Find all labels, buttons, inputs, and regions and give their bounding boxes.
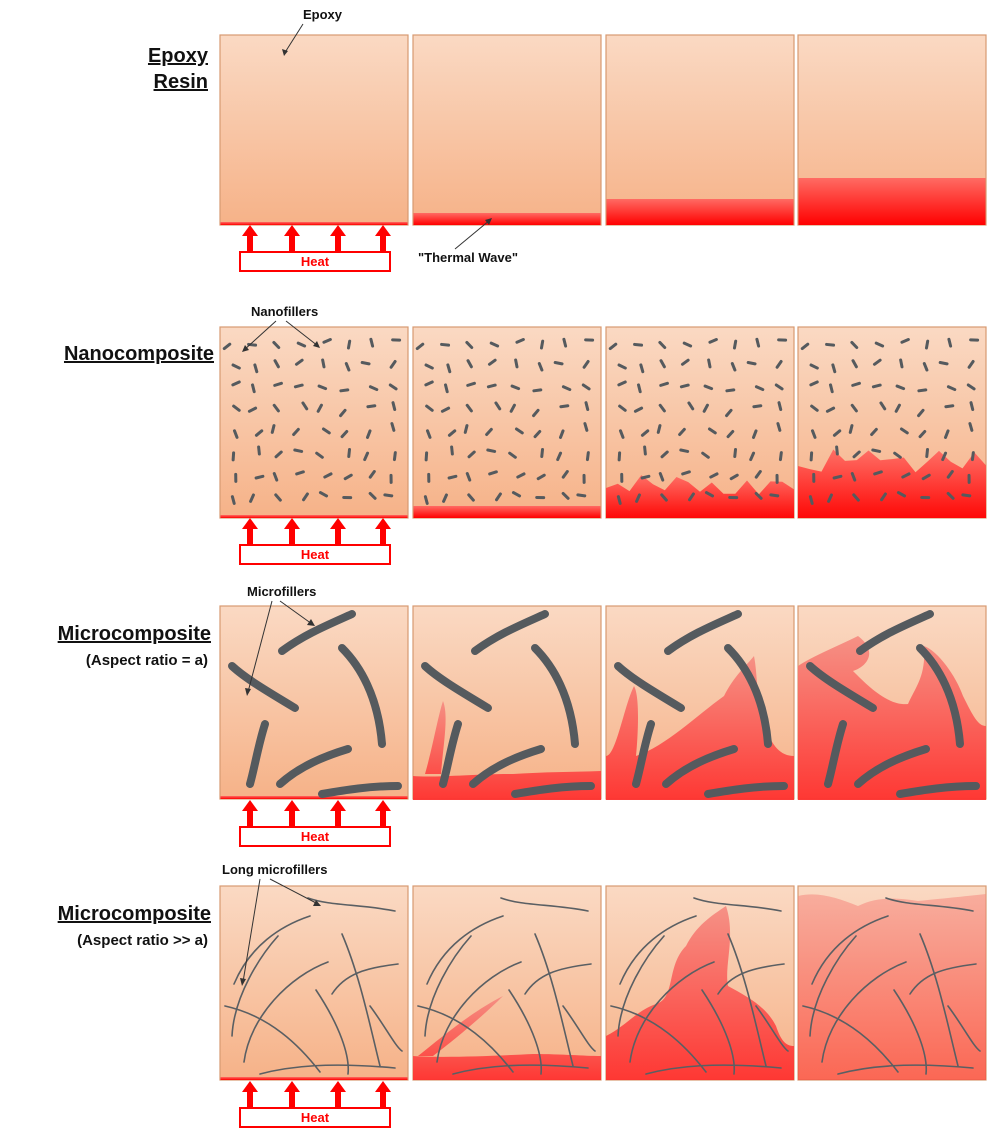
row-label-nanocomposite: Nanocomposite (64, 343, 214, 365)
heat-arrow-head (330, 518, 346, 529)
heat-arrow-head (284, 225, 300, 236)
panel-epoxy-stage-4 (798, 35, 986, 225)
heat-indicator: Heat (240, 1081, 391, 1127)
nanofiller (969, 338, 979, 341)
epoxy-annotation: Epoxy (303, 7, 343, 22)
nanofiller (728, 496, 738, 499)
panel-nano-stage-3 (606, 327, 794, 518)
nanofiller (391, 338, 401, 341)
resin-background (220, 327, 408, 518)
panel-long-stage-3 (606, 886, 794, 1080)
panel-long-stage-2 (413, 886, 601, 1080)
thermal-wave-annotation: "Thermal Wave" (418, 250, 518, 265)
thermal-wave-region (221, 222, 408, 225)
resin-background (220, 886, 408, 1080)
panel-nano-stage-2 (413, 327, 601, 518)
nanofiller (584, 338, 594, 341)
thermal-wave-region (799, 178, 986, 225)
resin-background (413, 886, 601, 1080)
panel-nano-stage-4 (798, 327, 986, 518)
panel-long-stage-1 (220, 886, 408, 1080)
panel-epoxy-stage-3 (606, 35, 794, 225)
heat-arrow-head (330, 1081, 346, 1092)
panel-epoxy-stage-2 (413, 35, 601, 225)
row-nanocomposite: Nanocomposite Nanofillers (64, 304, 986, 518)
heat-arrow-head (375, 518, 391, 529)
nanofiller (342, 496, 352, 499)
heat-arrow-head (330, 800, 346, 811)
nanofillers-annotation: Nanofillers (251, 304, 318, 319)
panel-micro-stage-3 (606, 606, 794, 800)
long-microfillers-annotation: Long microfillers (222, 862, 327, 877)
panel-nano-stage-1 (220, 327, 408, 518)
row-microcomposite-a: Microcomposite (Aspect ratio = a) Microf… (58, 584, 986, 800)
heat-indicator: Heat (240, 518, 391, 564)
resin-background (606, 35, 794, 225)
microfillers-annotation: Microfillers (247, 584, 316, 599)
heat-indicator: Heat (240, 800, 391, 846)
heat-arrow-head (242, 225, 258, 236)
row-label-epoxy: Epoxy (148, 45, 209, 67)
nanofiller (777, 338, 787, 341)
thermal-wave-region (221, 796, 408, 799)
heat-arrow-head (375, 1081, 391, 1092)
nanofiller (427, 473, 430, 483)
heat-arrow-head (375, 225, 391, 236)
heat-arrow-head (242, 800, 258, 811)
panel-micro-stage-2 (413, 606, 601, 800)
row-microcomposite-long: Microcomposite (Aspect ratio >> a) Long … (58, 862, 986, 1080)
heat-label: Heat (301, 254, 330, 269)
row-label-microcomposite-long: Microcomposite (58, 903, 211, 925)
row-sublabel-aspect-a: (Aspect ratio = a) (86, 652, 208, 669)
row-epoxy-resin: Epoxy Resin Epoxy "Thermal Wave" (148, 7, 986, 265)
heat-arrow-head (284, 1081, 300, 1092)
panel-long-stage-4 (798, 886, 986, 1080)
nanofiller (812, 473, 815, 483)
nanofiller (920, 496, 930, 499)
panel-micro-stage-4 (798, 606, 986, 800)
heat-label: Heat (301, 829, 330, 844)
panel-micro-stage-1 (220, 606, 408, 799)
nanofiller (535, 496, 545, 499)
cured-region (798, 894, 986, 1080)
heat-arrow-head (242, 1081, 258, 1092)
resin-background (413, 35, 601, 225)
row-label-resin: Resin (154, 71, 208, 93)
nanofiller (234, 473, 237, 483)
heat-indicator: Heat (240, 225, 391, 271)
heat-label: Heat (301, 1110, 330, 1125)
thermal-wave-region (414, 213, 601, 225)
heat-arrow-head (284, 518, 300, 529)
resin-background (220, 35, 408, 225)
heat-arrow-head (330, 225, 346, 236)
thermal-wave-region (221, 515, 408, 518)
nanofiller (389, 474, 392, 484)
row-sublabel-aspect-long: (Aspect ratio >> a) (77, 932, 208, 949)
heat-arrow-head (375, 800, 391, 811)
thermal-wave-region (414, 506, 601, 518)
nanofiller (620, 473, 623, 483)
heat-arrow-head (242, 518, 258, 529)
thermal-wave-region (221, 1077, 408, 1080)
row-label-microcomposite-a: Microcomposite (58, 623, 211, 645)
nanofiller (775, 474, 778, 484)
panel-epoxy-stage-1 (220, 35, 408, 225)
thermal-wave-region (607, 199, 794, 225)
resin-background (413, 327, 601, 518)
heat-label: Heat (301, 547, 330, 562)
heat-arrow-head (284, 800, 300, 811)
nanofiller (582, 474, 585, 484)
nanofiller (967, 474, 970, 484)
